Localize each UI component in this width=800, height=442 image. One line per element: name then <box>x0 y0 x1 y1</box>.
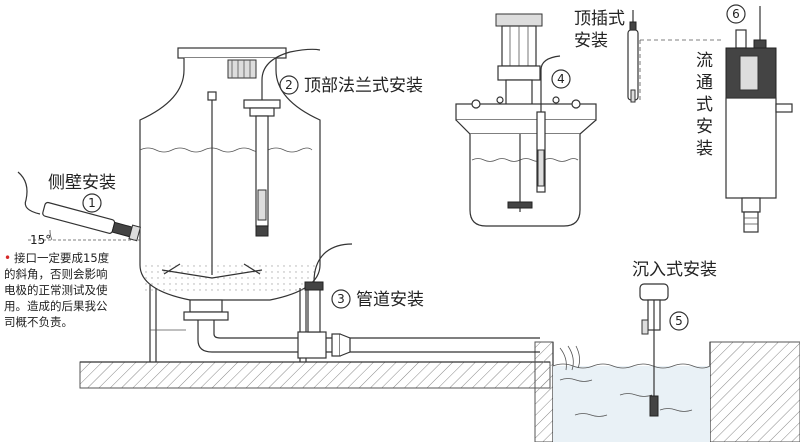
svg-text:通: 通 <box>696 73 713 93</box>
marker-3: 3 <box>331 289 351 309</box>
note-line-3: 电极的正常测试及使 <box>4 283 108 297</box>
label-top-flange: 顶部法兰式安装 <box>304 76 423 96</box>
immersion-probe <box>639 283 669 417</box>
label-top-insert-1: 顶插式 <box>574 9 625 29</box>
top-flange-probe <box>243 48 321 237</box>
svg-text:流: 流 <box>696 51 713 71</box>
warning-note: • 接口一定要成15度 的斜角，否则会影响 电极的正常测试及使 用。造成的后果我… <box>4 251 110 329</box>
label-top-insert-2: 安装 <box>574 31 608 51</box>
top-insert-vessel <box>455 13 597 227</box>
note-line-5: 司概不负责。 <box>4 315 73 329</box>
pipe-line <box>197 243 540 359</box>
svg-text:装: 装 <box>696 139 713 159</box>
label-angle: 15° <box>30 233 51 247</box>
marker-4: 4 <box>551 69 571 89</box>
marker-6: 6 <box>726 4 746 24</box>
note-line-1: 接口一定要成15度 <box>14 251 110 265</box>
vessel <box>139 47 321 362</box>
svg-text:6: 6 <box>732 7 740 21</box>
svg-text:1: 1 <box>88 196 96 210</box>
label-side-wall: 侧壁安装 <box>48 173 116 193</box>
svg-text:3: 3 <box>337 292 345 306</box>
svg-text:2: 2 <box>285 78 293 92</box>
flow-through-cell <box>639 6 793 233</box>
label-pipe: 管道安装 <box>356 290 424 310</box>
label-flow-through: 流 通 式 安 装 <box>696 51 713 159</box>
marker-2: 2 <box>279 75 299 95</box>
note-line-4: 用。造成的后果我公 <box>4 299 108 313</box>
svg-text:4: 4 <box>557 72 565 86</box>
svg-text:5: 5 <box>675 314 683 328</box>
side-wall-probe <box>17 171 141 242</box>
marker-5: 5 <box>669 311 689 331</box>
note-line-2: 的斜角，否则会影响 <box>4 267 108 281</box>
svg-text:式: 式 <box>696 95 713 115</box>
marker-1: 1 <box>82 193 102 213</box>
label-immersion: 沉入式安装 <box>632 260 717 280</box>
svg-text:安: 安 <box>696 117 713 137</box>
water-pool <box>552 345 711 442</box>
note-bullet: • <box>4 251 11 265</box>
insert-probe <box>627 10 639 103</box>
